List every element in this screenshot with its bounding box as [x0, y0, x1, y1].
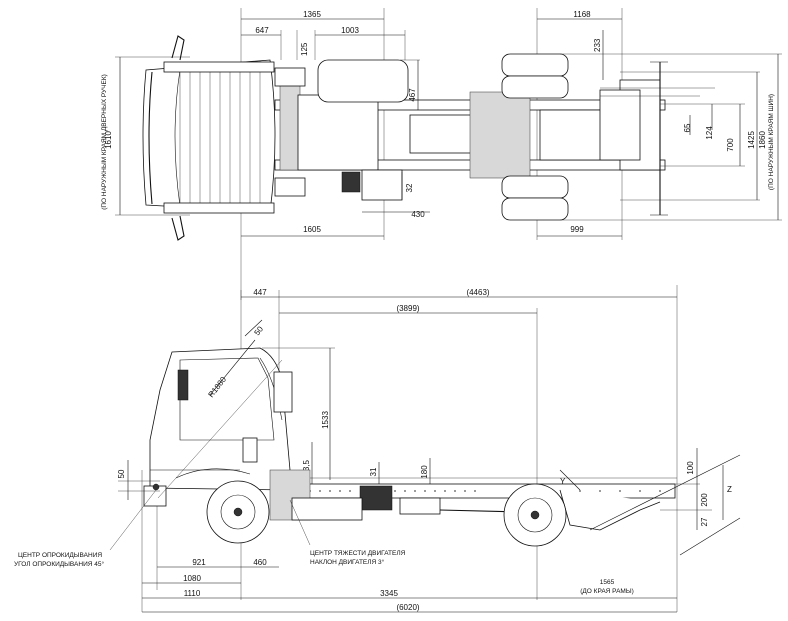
dim-6020: (6020) — [396, 603, 419, 612]
label-y: Y — [560, 477, 566, 486]
dim-100: 100 — [686, 461, 695, 475]
dim-1565: 1565 — [600, 579, 615, 586]
dim-3345: 3345 — [380, 589, 398, 598]
dim-50-top: 50 — [252, 324, 265, 337]
dim-1080: 1080 — [183, 574, 201, 583]
dim-460: 460 — [253, 558, 267, 567]
dim-65: 65 — [683, 123, 692, 132]
dim-999: 999 — [570, 225, 584, 234]
dim-700: 700 — [726, 138, 735, 152]
note-engine-cg: ЦЕНТР ТЯЖЕСТИ ДВИГАТЕЛЯ — [310, 550, 406, 557]
dim-921: 921 — [192, 558, 206, 567]
dim-1860: 1860 — [758, 131, 767, 149]
dim-193-5: 193,5 — [302, 459, 311, 480]
dim-4463: (4463) — [466, 288, 489, 297]
dim-180: 180 — [420, 465, 429, 479]
dim-1605: 1605 — [303, 225, 321, 234]
dim-1425: 1425 — [747, 131, 756, 149]
dim-31: 31 — [369, 467, 378, 476]
dim-647: 647 — [255, 26, 269, 35]
top-view: 1365 647 1003 1168 125 233 1610 (ПО НАРУ… — [101, 8, 782, 300]
dim-200: 200 — [700, 493, 709, 507]
dim-447: 447 — [253, 288, 267, 297]
note-tire-edges: (ПО НАРУЖНЫМ КРАЯМ ШИН) — [768, 94, 775, 190]
dim-124: 124 — [705, 126, 714, 140]
dim-27: 27 — [700, 517, 709, 526]
dim-1365: 1365 — [303, 10, 321, 19]
dim-50-left: 50 — [117, 469, 126, 478]
dim-1003: 1003 — [341, 26, 359, 35]
dim-1610: 1610 — [104, 131, 113, 149]
label-z: Z — [727, 485, 732, 494]
dim-467: 467 — [408, 88, 417, 102]
note-engine-tilt: НАКЛОН ДВИГАТЕЛЯ 3° — [310, 558, 385, 566]
dim-1533: 1533 — [321, 411, 330, 429]
dim-125: 125 — [300, 42, 309, 56]
note-door-handles: (ПО НАРУЖНЫМ КРАЯМ ДВЕРНЫХ РУЧЕК) — [101, 74, 108, 210]
dim-32: 32 — [405, 183, 414, 192]
dim-430: 430 — [411, 210, 425, 219]
note-tilt-center: ЦЕНТР ОПРОКИДЫВАНИЯ — [18, 552, 102, 559]
dim-3899: (3899) — [396, 304, 419, 313]
dim-1168: 1168 — [573, 10, 591, 19]
dim-233: 233 — [593, 38, 602, 52]
dim-1110: 1110 — [184, 589, 201, 598]
note-frame-edge: (ДО КРАЯ РАМЫ) — [580, 588, 634, 595]
note-tilt-angle: УГОЛ ОПРОКИДЫВАНИЯ 45° — [14, 560, 104, 568]
side-view: 447 (4463) (3899) R1880 50 1533 50 — [14, 285, 741, 613]
